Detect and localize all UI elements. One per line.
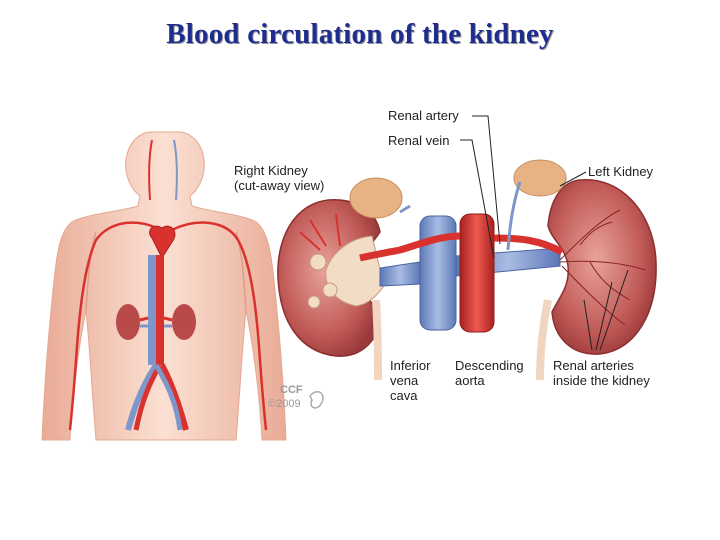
leader-renal-artery bbox=[472, 115, 501, 245]
leader-left-kidney bbox=[559, 171, 587, 187]
label-renal-vein: Renal vein bbox=[388, 133, 450, 148]
body-artery-left bbox=[68, 221, 161, 431]
label-left-kidney: Left Kidney bbox=[588, 164, 654, 179]
detail-kidney-diagram bbox=[277, 159, 657, 381]
human-torso-figure bbox=[41, 131, 287, 441]
descending-aorta bbox=[459, 213, 495, 333]
label-ivc-line1: Inferior bbox=[390, 358, 431, 373]
slide-title: Blood circulation of the kidney bbox=[166, 18, 554, 50]
label-ivc-line2: vena bbox=[390, 373, 419, 388]
leader-renal-vein bbox=[460, 139, 495, 259]
credit-org: CCF bbox=[280, 384, 303, 396]
label-right-kidney-line1: Right Kidney bbox=[234, 163, 308, 178]
left-kidney bbox=[547, 179, 657, 355]
leader-lines bbox=[460, 115, 629, 351]
label-inferior-vena-cava: Inferior vena cava bbox=[390, 358, 430, 403]
body-aorta bbox=[156, 255, 164, 365]
label-right-kidney-line2: (cut-away view) bbox=[234, 178, 325, 193]
leader-inside-2 bbox=[595, 281, 613, 351]
credit-signature-mark bbox=[309, 391, 324, 409]
body-vena-cava bbox=[148, 255, 156, 365]
label-aorta-line1: Descending bbox=[455, 358, 524, 373]
label-renal-artery: Renal artery bbox=[388, 108, 459, 123]
label-aorta-line2: aorta bbox=[455, 373, 485, 388]
label-right-kidney: Right Kidney (cut-away view) bbox=[234, 163, 324, 193]
body-artery-right bbox=[171, 221, 268, 431]
label-descending-aorta: Descending aorta bbox=[455, 358, 524, 388]
left-ureter bbox=[536, 299, 552, 381]
leader-inside-3 bbox=[583, 299, 593, 351]
left-kidney-branches bbox=[559, 209, 646, 326]
label-renal-arteries-inside-line1: Renal arteries bbox=[553, 358, 634, 373]
renal-artery-left bbox=[493, 234, 564, 256]
label-renal-arteries-inside-line2: inside the kidney bbox=[553, 373, 650, 388]
leader-inside-1 bbox=[599, 269, 629, 351]
left-adrenal-gland bbox=[513, 159, 567, 197]
body-kidney-right bbox=[116, 304, 140, 340]
right-ureter bbox=[372, 299, 382, 381]
renal-vein-right bbox=[379, 261, 421, 287]
label-renal-arteries-inside: Renal arteries inside the kidney bbox=[553, 358, 650, 388]
heart-shape bbox=[149, 225, 176, 260]
right-adrenal-gland bbox=[349, 177, 403, 219]
renal-artery-right bbox=[359, 232, 461, 262]
body-kidney-left bbox=[172, 304, 196, 340]
label-ivc-line3: cava bbox=[390, 388, 418, 403]
credit-year: ©2009 bbox=[268, 398, 301, 410]
